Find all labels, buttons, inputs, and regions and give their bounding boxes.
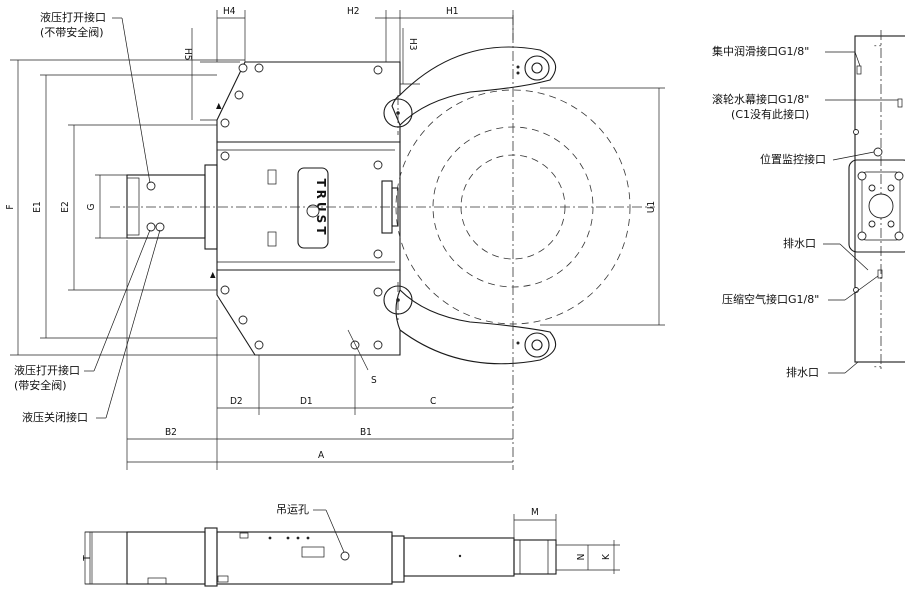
dim-M: M	[531, 507, 539, 518]
svg-text:▲: ▲	[216, 101, 222, 110]
dim-F: F	[5, 204, 16, 209]
callout-roller-water: 滚轮水幕接口G1/8" (C1没有此接口)	[712, 92, 809, 122]
svg-text:- -: - -	[874, 362, 882, 371]
callout-position-monitor: 位置监控接口	[760, 153, 826, 166]
side-view: - - - -	[823, 30, 905, 374]
left-leaders	[84, 17, 161, 419]
dim-E1: E1	[32, 201, 43, 212]
plan-view: TRUST ▲ ▲	[110, 15, 655, 470]
elevation-view: T M N K	[82, 507, 620, 587]
dim-H5: H5	[182, 48, 193, 61]
callout-drain-1: 排水口	[783, 237, 816, 250]
callout-central-lube: 集中润滑接口G1/8"	[712, 45, 810, 58]
callout-hyd-open-no-valve: 液压打开接口 (不带安全阀)	[40, 10, 106, 40]
dim-H3: H3	[407, 38, 418, 51]
dim-B2: B2	[165, 427, 177, 438]
callout-compressed-air: 压缩空气接口G1/8"	[722, 293, 820, 306]
callout-hyd-close: 液压关闭接口	[22, 411, 88, 424]
callout-drain-2: 排水口	[786, 366, 819, 379]
trust-logo: TRUST	[267, 167, 329, 249]
callout-text: 滚轮水幕接口G1/8"	[712, 93, 810, 106]
dim-G: G	[86, 203, 97, 210]
dim-N: N	[576, 554, 587, 561]
callout-text: 液压打开接口	[40, 11, 106, 24]
dim-C: C	[430, 396, 436, 407]
dim-A: A	[318, 450, 325, 461]
callout-text: (C1没有此接口)	[731, 108, 810, 121]
callout-lifting-hole: 吊运孔	[276, 503, 309, 516]
dim-E2: E2	[60, 201, 71, 212]
dim-H2: H2	[347, 6, 360, 17]
dimensions: H4 H2 H1 H5 H3 F E1 E2 G	[5, 6, 665, 470]
dim-S: S	[371, 375, 377, 386]
dim-T: T	[82, 555, 93, 562]
callout-text: 液压打开接口	[14, 364, 80, 377]
dim-H1: H1	[446, 6, 459, 17]
dim-H4: H4	[223, 6, 236, 17]
dim-D1: D1	[300, 396, 313, 407]
callout-hyd-open-with-valve: 液压打开接口 (带安全阀)	[14, 363, 80, 393]
dim-D2: D2	[230, 396, 243, 407]
dim-U1: U1	[646, 201, 657, 213]
callout-text: (不带安全阀)	[40, 26, 104, 39]
dim-K: K	[601, 553, 612, 560]
logo-text: TRUST	[314, 179, 328, 238]
dim-B1: B1	[360, 427, 372, 438]
svg-text:▲: ▲	[210, 270, 216, 279]
callout-text: (带安全阀)	[14, 379, 67, 392]
svg-text:- -: - -	[874, 41, 882, 50]
